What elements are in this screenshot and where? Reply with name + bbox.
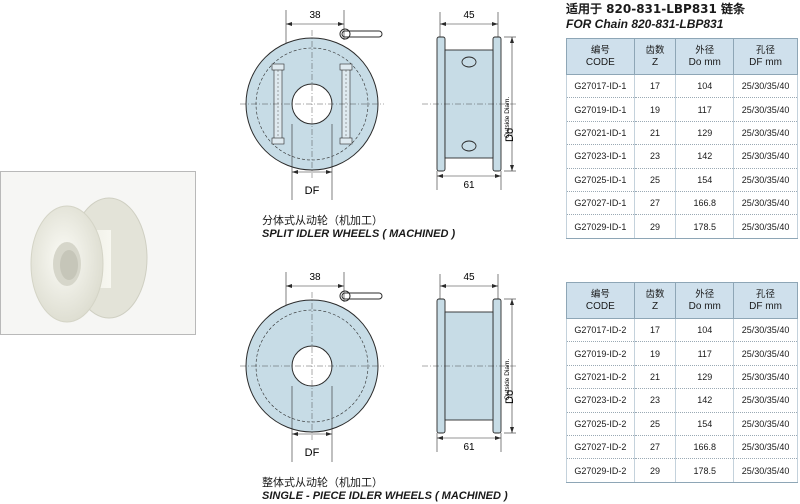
dim-38-bottom: 38 (309, 272, 321, 283)
dim-61-bottom: 61 (463, 442, 475, 453)
single-wheel-drawing: 38 DF 45 Outside Diam. Do (236, 262, 536, 472)
dim-do-top: Do (504, 128, 516, 142)
idler-wheel-photo (1, 172, 195, 334)
outside-diam-label-top: Outside Diam. (504, 97, 511, 138)
chain-title-cn: 适用于 820-831-LBP831 链条 (566, 2, 746, 16)
dim-45-bottom: 45 (463, 272, 475, 283)
outside-diam-label-bottom: Outside Diam. (504, 359, 511, 400)
single-caption-en: SINGLE - PIECE IDLER WHEELS ( MACHINED ) (262, 490, 508, 502)
chain-link-icon (339, 28, 383, 40)
single-caption-cn: 整体式从动轮（机加工） (262, 476, 383, 489)
chain-link-icon (339, 290, 383, 302)
dim-61-top: 61 (463, 180, 475, 191)
dim-df-top: DF (305, 185, 320, 197)
dim-38-top: 38 (309, 10, 321, 21)
product-photo (0, 171, 196, 335)
dim-do-bottom: Do (504, 390, 516, 404)
split-wheel-drawing: 38 DF 45 (236, 0, 536, 210)
dim-45-top: 45 (463, 10, 475, 21)
chain-title-en: FOR Chain 820-831-LBP831 (566, 17, 724, 31)
split-caption-cn: 分体式从动轮（机加工） (262, 214, 383, 227)
dim-df-bottom: DF (305, 447, 320, 459)
split-caption-en: SPLIT IDLER WHEELS ( MACHINED ) (262, 228, 456, 240)
